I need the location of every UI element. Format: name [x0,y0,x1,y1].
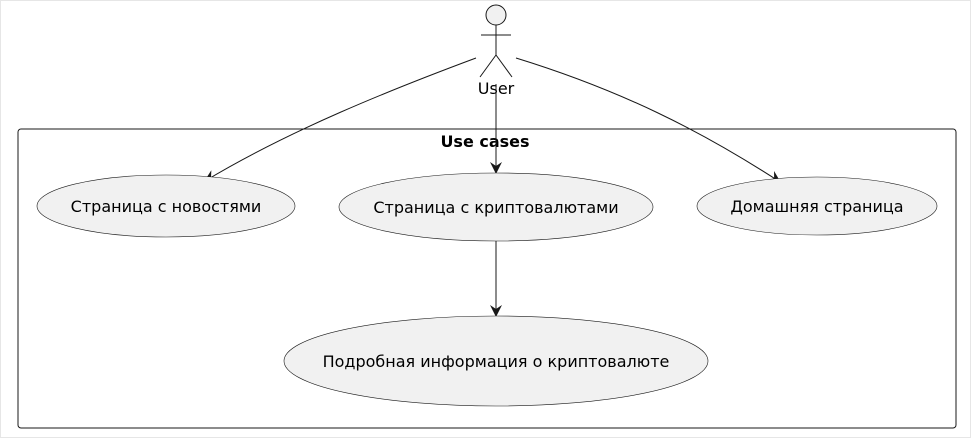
actor-left-leg [479,54,497,78]
usecase-details-label: Подробная информация о криптовалюте [323,352,670,371]
actor-user[interactable]: User [478,4,515,98]
usecase-crypto-label: Страница с криптовалютами [373,198,618,217]
usecase-news-shape [36,174,296,238]
edge-user-news [204,57,477,182]
boundary-title: Use cases [440,132,529,151]
usecase-news-label: Страница с новостями [71,197,262,216]
usecase-news[interactable]: Страница с новостями [36,174,296,238]
usecase-home[interactable]: Домашняя страница [696,176,938,236]
actor-right-leg [495,54,513,78]
usecase-home-label: Домашняя страница [730,197,903,216]
usecase-crypto[interactable]: Страница с криптовалютами [338,172,654,242]
system-boundary: Use cases [17,128,957,429]
usecase-crypto-shape [338,172,654,242]
actor-head [485,4,507,26]
usecase-details-shape [283,315,709,407]
relations [204,57,781,317]
usecase-home-shape [696,176,938,236]
edge-user-home [515,57,781,183]
usecase-details[interactable]: Подробная информация о криптовалюте [283,315,709,407]
